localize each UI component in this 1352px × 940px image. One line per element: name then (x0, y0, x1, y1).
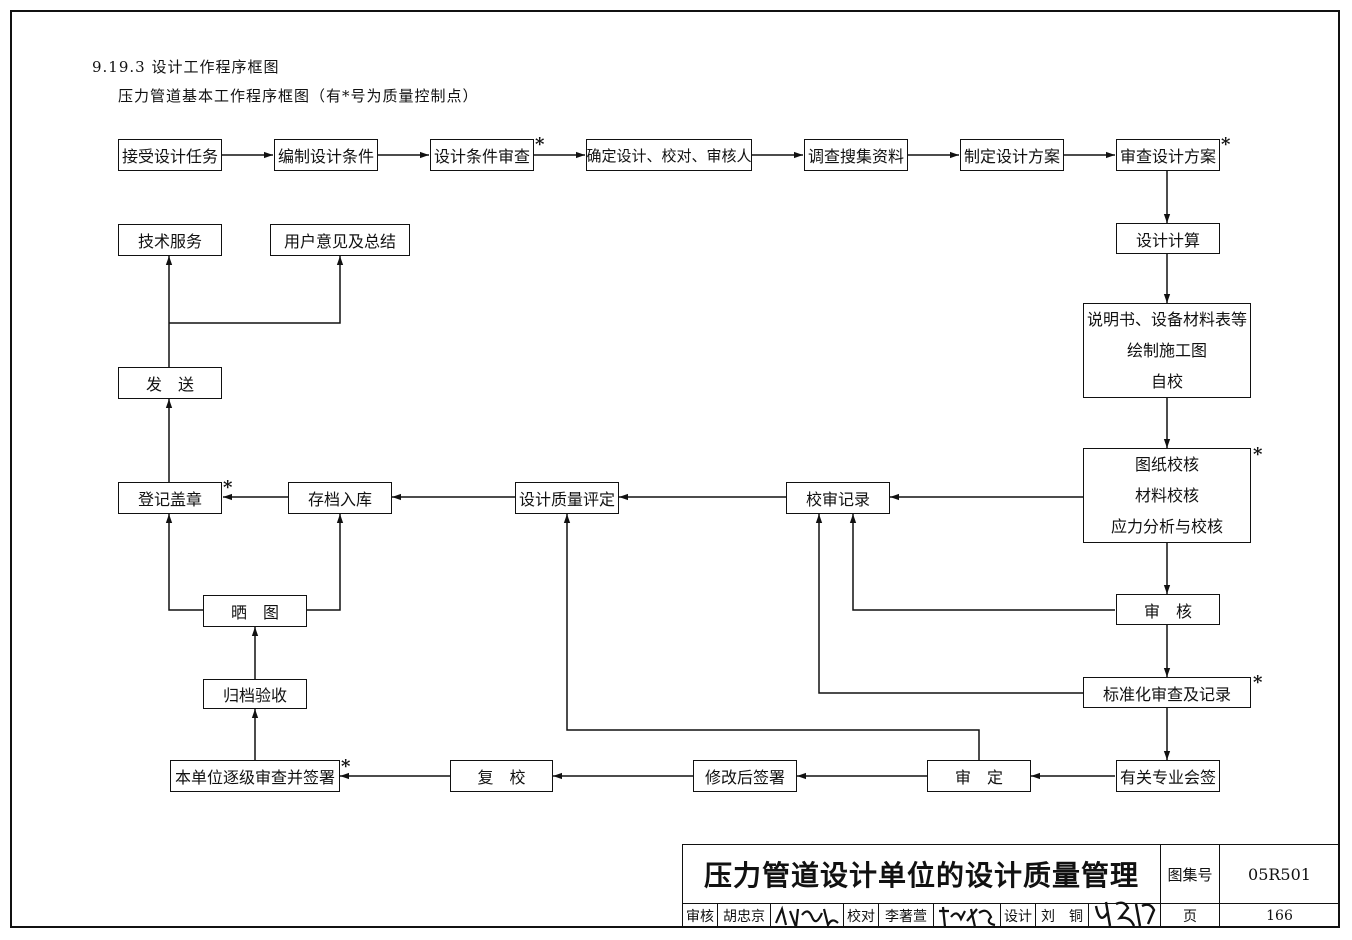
node-line: 绘制施工图 (1126, 341, 1207, 360)
diagram-subtitle: 压力管道基本工作程序框图（有*号为质量控制点） (118, 87, 479, 105)
node-make-scheme: 制定设计方案 (960, 139, 1064, 171)
reviewer-signature-mark (774, 905, 839, 929)
checker-signature-mark (939, 906, 996, 928)
node-quality-evaluation: 设计质量评定 (515, 482, 619, 514)
node-user-feedback: 用户意见及总结 (270, 224, 410, 256)
node-assign-staff: 确定设计、校对、审核人 (586, 139, 752, 171)
node-review-records: 校审记录 (786, 482, 890, 514)
quality-control-star: * (1253, 444, 1263, 465)
node-design-calculation: 设计计算 (1116, 223, 1220, 254)
node-unit-review-sign: 本单位逐级审查并签署 (170, 760, 340, 792)
reviewer-name: 胡忠京 (717, 903, 771, 928)
designer-signature-mark (1094, 901, 1156, 927)
node-drawing-check: 图纸校核 材料校核 应力分析与校核 (1083, 448, 1251, 543)
node-collect-data: 调查搜集资料 (804, 139, 908, 171)
quality-control-star: * (1253, 672, 1263, 693)
checker-name: 李著萱 (878, 903, 934, 928)
node-line: 应力分析与校核 (1110, 517, 1223, 536)
page-label: 页 (1160, 903, 1220, 928)
node-sign-after-revision: 修改后签署 (693, 760, 797, 792)
quality-control-star: * (341, 756, 351, 777)
node-standardization-review: 标准化审查及记录 (1083, 677, 1251, 708)
node-review-scheme: 审查设计方案 (1116, 139, 1220, 171)
drawing-frame (10, 10, 1340, 928)
node-line: 材料校核 (1134, 486, 1199, 505)
node-register-stamp: 登记盖章 (118, 482, 222, 514)
node-line: 图纸校核 (1134, 455, 1199, 474)
node-blueprint-printing: 晒 图 (203, 595, 307, 627)
arrow-n24-n26 (169, 256, 344, 324)
node-technical-service: 技术服务 (118, 224, 222, 256)
page-number: 166 (1219, 903, 1340, 928)
arrow-n11-n23 (849, 514, 1115, 611)
node-prepare-conditions: 编制设计条件 (274, 139, 378, 171)
node-countersign: 有关专业会签 (1116, 760, 1220, 792)
quality-control-star: * (1221, 134, 1231, 155)
section-heading: 9.19.3 设计工作程序框图 (92, 58, 280, 76)
designer-name: 刘 铜 (1035, 903, 1089, 928)
node-review-conditions: 设计条件审查 (430, 139, 534, 171)
quality-control-star: * (535, 134, 545, 155)
arrow-n14-n22 (563, 514, 980, 760)
atlas-label: 图集号 (1160, 844, 1220, 904)
review-label: 审核 (682, 903, 718, 928)
node-line: 说明书、设备材料表等 (1086, 310, 1247, 329)
node-recheck: 复 校 (450, 760, 553, 792)
node-audit: 审 核 (1116, 594, 1220, 625)
drawing-title: 压力管道设计单位的设计质量管理 (682, 844, 1161, 904)
arrow-n19-n20 (165, 514, 203, 611)
node-dispatch: 发 送 (118, 367, 222, 399)
node-accept-task: 接受设计任务 (118, 139, 222, 171)
node-drawings-specs: 说明书、设备材料表等 绘制施工图 自校 (1083, 303, 1251, 398)
atlas-number: 05R501 (1219, 844, 1340, 904)
node-archive-storage: 存档入库 (288, 482, 392, 514)
quality-control-star: * (223, 477, 233, 498)
node-approval: 审 定 (927, 760, 1031, 792)
arrow-n12-n23 (815, 514, 1083, 694)
node-line: 自校 (1150, 372, 1183, 391)
design-label: 设计 (1000, 903, 1036, 928)
arrow-n19-n21 (307, 514, 344, 611)
check-label: 校对 (843, 903, 879, 928)
node-archive-acceptance: 归档验收 (203, 679, 307, 709)
title-block: 压力管道设计单位的设计质量管理 图集号 05R501 审核 胡忠京 校对 李著萱… (682, 844, 1340, 929)
